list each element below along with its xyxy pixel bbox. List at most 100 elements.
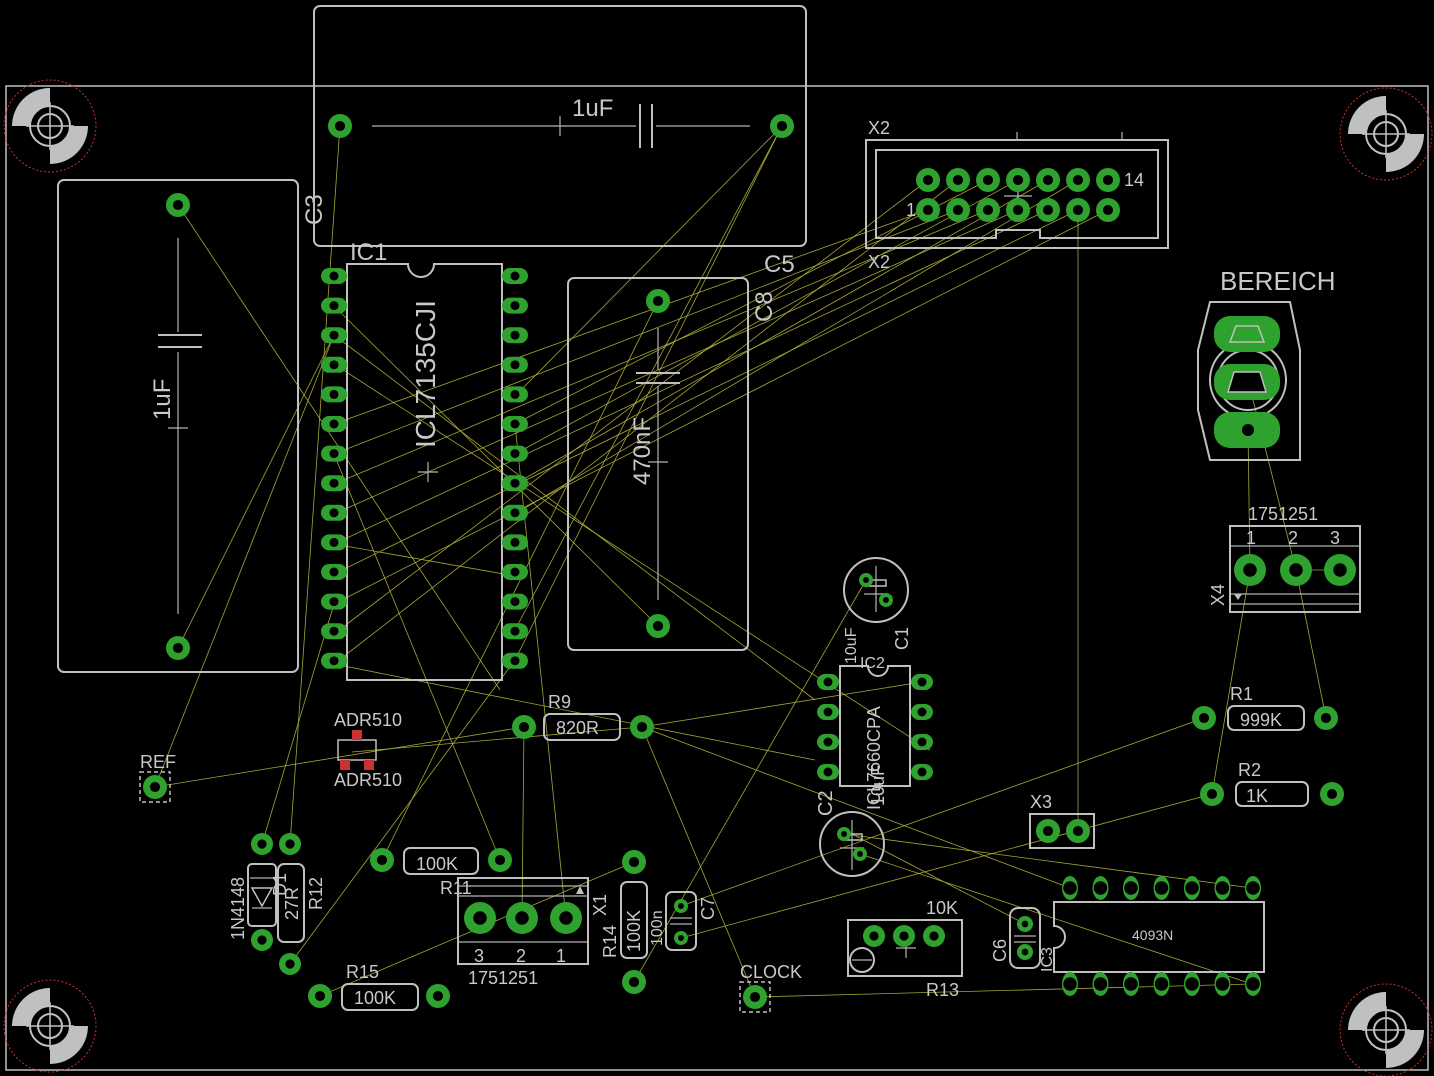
ic2-pin — [911, 674, 933, 690]
r1-name-label: R1 — [1230, 684, 1253, 704]
capacitor-c3[interactable]: 1uF C3 — [57, 179, 328, 673]
capacitor-c6[interactable]: C6 — [990, 907, 1041, 969]
c2-name-label: C2 — [815, 790, 837, 816]
c1-name-label: C1 — [892, 627, 912, 650]
c5-value-label: 1uF — [572, 95, 613, 122]
resistor-r14[interactable]: 100K R14 — [600, 881, 648, 959]
capacitor-c8[interactable]: 470nF C8 — [567, 277, 778, 651]
ic2-name-label: IC2 — [860, 655, 885, 672]
r15-name-label: R15 — [346, 962, 379, 982]
ic1-pin — [321, 297, 347, 314]
ic2-pin — [817, 734, 839, 750]
potentiometer-r13[interactable]: 10K R13 — [847, 898, 963, 1000]
x2-pin — [1066, 168, 1090, 192]
ic3-pin — [1184, 876, 1200, 900]
x2-pin — [1096, 168, 1120, 192]
capacitor-c1[interactable]: C1 10uF — [843, 557, 912, 664]
ic3-pin — [1092, 876, 1109, 900]
c3-value-label: 1uF — [149, 379, 176, 420]
c2-pad — [837, 827, 851, 841]
ic1-pin — [502, 504, 528, 521]
c3-pad — [166, 636, 190, 660]
x1-p1-label: 1 — [556, 946, 566, 966]
x4-pin2-label: 2 — [1288, 528, 1298, 548]
testpoint-ref[interactable]: REF — [139, 752, 176, 803]
ic1-pin — [502, 356, 528, 373]
mounting-hole — [3, 979, 97, 1073]
r14-value-label: 100K — [624, 910, 644, 952]
ic1-pin — [321, 623, 347, 640]
c8-name-label: C8 — [751, 291, 778, 322]
r14-name-label: R14 — [600, 925, 620, 958]
ic3-pin — [1245, 972, 1261, 996]
jumper-x3[interactable]: X3 — [1029, 792, 1095, 849]
x1-p2-label: 2 — [516, 946, 526, 966]
capacitor-c7[interactable]: 100n C7 — [649, 891, 718, 951]
x4-value-label: 1751251 — [1248, 504, 1318, 524]
ic3-pin — [1092, 972, 1109, 996]
ic1-pin — [502, 593, 528, 610]
resistor-r1[interactable]: R1 999K — [1227, 684, 1305, 731]
x2-pin — [1096, 198, 1120, 222]
c1-value-label: 10uF — [843, 627, 860, 664]
x2-pin — [946, 198, 970, 222]
mounting-hole — [3, 79, 97, 173]
ic3-pin — [1214, 972, 1231, 996]
testpoint-clock[interactable]: CLOCK — [739, 962, 802, 1013]
r11-pad — [488, 848, 512, 872]
x2-pin — [976, 198, 1000, 222]
r9-name-label: R9 — [548, 692, 571, 712]
switch-bereich[interactable]: BEREICH — [1197, 266, 1336, 461]
x1-pin — [464, 902, 496, 934]
ic2-icl7660[interactable]: IC2 ICL7660CPA — [839, 655, 911, 810]
r15-pad — [308, 984, 332, 1008]
resistor-r12[interactable]: 27R R12 — [277, 863, 326, 943]
resistor-r11[interactable]: 100K R11 — [403, 847, 479, 898]
ic2-value-label: ICL7660CPA — [864, 706, 884, 810]
x1-name-label: X1 — [590, 894, 610, 916]
ic1-pin — [502, 268, 528, 284]
r12-pad — [279, 833, 301, 855]
x4-name-label: X4 — [1208, 584, 1228, 606]
r11-pad — [370, 848, 394, 872]
ref-label: REF — [140, 752, 176, 772]
terminal-x4[interactable]: 1751251 X4 1 2 3 — [1208, 504, 1361, 613]
r13-value-label: 10K — [926, 898, 958, 918]
ic3-4093n[interactable]: 4093N IC3 — [1039, 901, 1265, 973]
d1-value-label: 1N4148 — [228, 877, 248, 940]
r1-value-label: 999K — [1240, 710, 1282, 730]
ic1-pin — [321, 416, 347, 432]
resistor-r2[interactable]: R2 1K — [1235, 760, 1309, 807]
x2-pin — [1006, 168, 1030, 192]
x3-name-label: X3 — [1030, 792, 1052, 812]
ic1-pin — [321, 504, 347, 521]
ic3-pin — [1245, 876, 1261, 900]
resistor-r9[interactable]: R9 820R — [543, 692, 621, 741]
x1-p3-label: 3 — [474, 946, 484, 966]
ic1-pin — [502, 534, 528, 551]
diode-d1[interactable]: 1N4148 D1 — [228, 863, 290, 940]
capacitor-c5[interactable]: 1uF C5 — [313, 5, 807, 278]
c5-name-label: C5 — [764, 251, 795, 278]
ref-pad — [143, 775, 167, 799]
x2-pin — [1036, 198, 1060, 222]
resistor-r15[interactable]: R15 100K — [341, 962, 419, 1011]
r11-value-label: 100K — [416, 854, 458, 874]
r15-pad — [426, 984, 450, 1008]
terminal-x1[interactable]: 3 2 1 1751251 X1 — [457, 877, 610, 988]
mounting-holes — [3, 79, 1433, 1076]
ic3-pin — [1062, 876, 1078, 900]
ic1-pin — [502, 327, 528, 344]
capacitor-c2[interactable]: C2 10uF — [815, 765, 888, 877]
x2-pin — [1036, 168, 1060, 192]
r13-pad — [893, 925, 915, 947]
ic1-pin — [321, 356, 347, 373]
x2-pin — [916, 198, 940, 222]
ic2-pin — [911, 734, 933, 750]
r15-value-label: 100K — [354, 988, 396, 1008]
ic-adr510[interactable]: ADR510 ADR510 — [334, 710, 402, 790]
ic1-icl7135[interactable]: IC1 ICL7135CJI — [346, 239, 503, 681]
connector-x2[interactable]: X2 X2 1 14 — [865, 118, 1169, 272]
adr-bottom-label: ADR510 — [334, 770, 402, 790]
